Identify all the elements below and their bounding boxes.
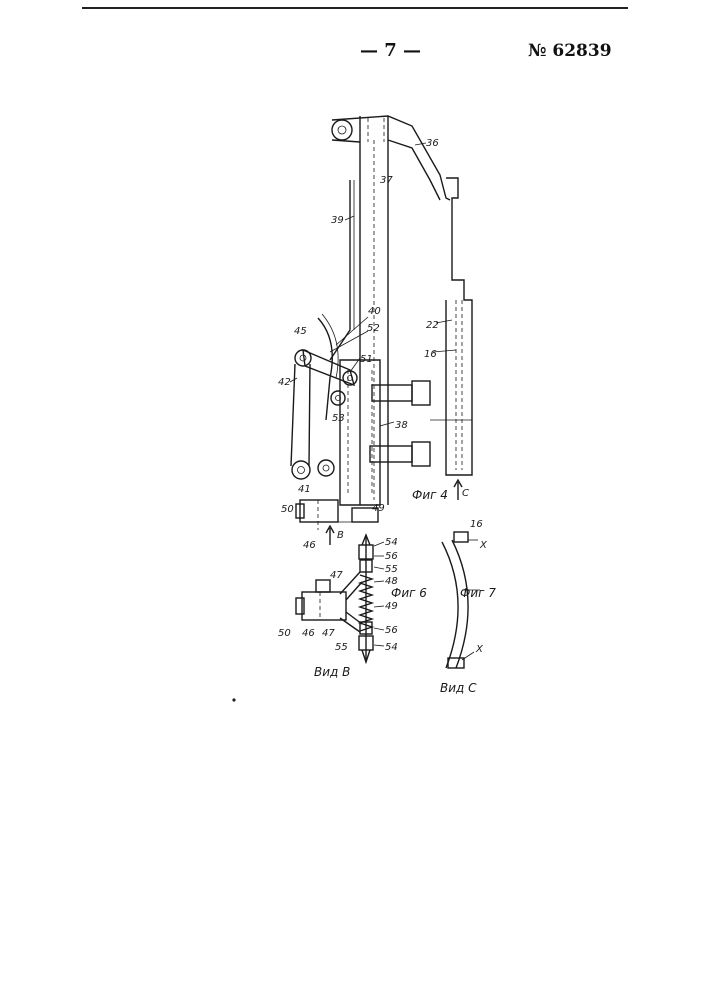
fig6-label-56-top: 56 xyxy=(385,551,398,562)
label-37: 37 xyxy=(380,175,393,186)
view-c-caption: Вид С xyxy=(440,681,477,695)
label-52: 52 xyxy=(367,323,380,334)
fig6-label-47-top: 47 xyxy=(330,570,343,581)
label-36: 36 xyxy=(426,138,439,149)
fig6-label-54-bottom: 54 xyxy=(385,642,398,653)
fig6-label-46: 46 xyxy=(302,628,315,639)
fig6-label-50: 50 xyxy=(278,628,291,639)
fig7-label-16: 16 xyxy=(470,519,483,530)
fig6-label-47-bottom: 47 xyxy=(322,628,335,639)
fig6-caption: Фиг 6 xyxy=(391,586,427,600)
label-46: 46 xyxy=(303,540,316,551)
label-45: 45 xyxy=(294,326,307,337)
fig7-label-x-top: X xyxy=(479,540,488,551)
label-38: 38 xyxy=(395,420,408,431)
view-c-arrow-label: С xyxy=(462,488,469,499)
label-51: 51 xyxy=(360,354,373,365)
label-40: 40 xyxy=(368,306,381,317)
label-53: 53 xyxy=(332,413,345,424)
fig6-label-55-top: 55 xyxy=(385,564,398,575)
label-22: 22 xyxy=(426,320,439,331)
fig7-label-x-bottom: X xyxy=(475,644,484,655)
figure-7: 16 X X Фиг 7 Вид С xyxy=(440,519,496,695)
view-b-arrow-label: В xyxy=(337,530,344,541)
label-42: 42 xyxy=(278,377,291,388)
label-16: 16 xyxy=(424,349,437,360)
fig6-label-54-top: 54 xyxy=(385,537,398,548)
label-41: 41 xyxy=(298,484,311,495)
fig6-label-55-bottom: 55 xyxy=(335,642,348,653)
figure-6: 54 56 55 47 48 49 50 46 47 55 56 54 Фиг … xyxy=(278,535,427,679)
fig4-caption: Фиг 4 xyxy=(412,488,448,502)
label-39: 39 xyxy=(331,215,344,226)
fig6-label-49: 49 xyxy=(385,601,398,612)
label-50: 50 xyxy=(281,504,294,515)
view-b-caption: Вид В xyxy=(314,665,350,679)
figure-4: 36 37 39 40 45 52 51 22 16 42 53 38 41 5… xyxy=(278,116,472,551)
label-49: 49 xyxy=(372,503,385,514)
fig7-caption: Фиг 7 xyxy=(460,586,496,600)
fig6-label-56-bottom: 56 xyxy=(385,625,398,636)
